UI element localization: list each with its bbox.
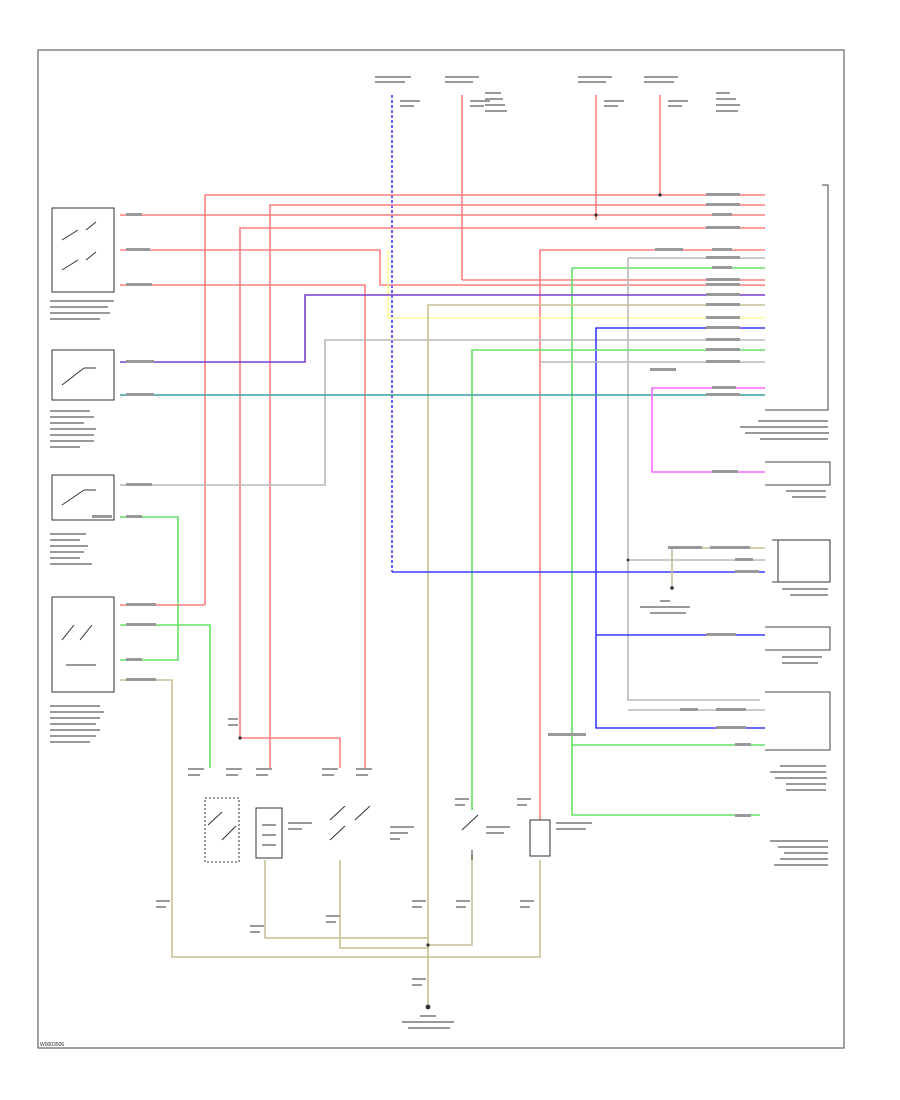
wire-magenta-1 xyxy=(651,387,765,473)
fine-label-marks xyxy=(50,76,829,1029)
wire-red-7 xyxy=(539,249,765,820)
wire-red-10 xyxy=(240,737,341,768)
diagram-frame xyxy=(37,49,845,1049)
diagram-code: W0003506 xyxy=(40,1042,64,1048)
sensor-box-1 xyxy=(777,539,831,583)
wire-red-1 xyxy=(204,194,765,605)
relay-4-icon xyxy=(461,814,479,860)
wire-blue-4 xyxy=(595,635,765,729)
wire-red-4 xyxy=(239,227,765,738)
wire-green-6 xyxy=(120,624,211,768)
wire-tan-5 xyxy=(264,860,428,939)
wire-grey-2 xyxy=(627,258,760,701)
wire-yellow-1 xyxy=(387,250,765,319)
wire-red-2 xyxy=(269,204,765,768)
splice-dot-6 xyxy=(626,558,630,562)
switch-1-icon xyxy=(51,207,115,293)
splice-dot-1 xyxy=(594,213,598,217)
wire-tan-4 xyxy=(120,679,429,958)
switch-3-icon xyxy=(51,474,115,521)
splice-dot-3 xyxy=(238,736,242,740)
bracket-sensor-3 xyxy=(765,691,831,751)
wire-tan-1 xyxy=(427,304,765,905)
wire-violet-1 xyxy=(120,294,765,363)
wire-green-2 xyxy=(571,268,760,816)
switch-4-icon xyxy=(51,596,115,693)
wire-tan-7 xyxy=(428,855,473,946)
wire-tan-8 xyxy=(428,860,541,958)
wire-red-8 xyxy=(120,284,366,768)
splice-dot-2 xyxy=(658,193,662,197)
switch-2-icon xyxy=(51,349,115,401)
bracket-sensor-2 xyxy=(765,626,831,651)
relay-1-icon xyxy=(204,797,240,863)
ground-icon xyxy=(425,1004,431,1010)
relay-3-icon xyxy=(329,805,371,841)
relay-5-icon xyxy=(529,819,551,857)
wire-blue-1 xyxy=(595,327,765,635)
bracket-control-module xyxy=(822,184,829,411)
wire-green-3 xyxy=(471,349,765,810)
splice-dot-4 xyxy=(426,943,430,947)
splice-dot-5 xyxy=(670,586,674,590)
wire-green-5 xyxy=(120,516,179,661)
relay-2-icon xyxy=(255,807,283,859)
bracket-warning-light xyxy=(765,461,831,486)
wire-tan-6 xyxy=(339,860,428,949)
wire-grey-3 xyxy=(120,339,765,486)
